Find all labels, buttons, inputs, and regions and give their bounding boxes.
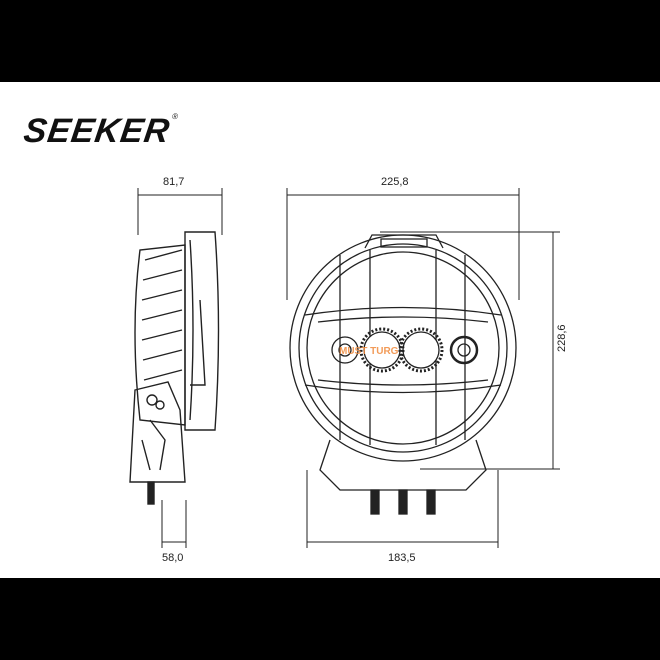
side-dimension-lines: [137, 188, 223, 548]
bottom-letterbox: [0, 578, 660, 660]
dim-side-depth: 81,7: [163, 176, 185, 188]
dim-mount-width: 183,5: [388, 552, 416, 564]
lamp-front-view: [289, 234, 517, 515]
dim-front-width: 225,8: [381, 176, 409, 188]
front-dimension-lines: [286, 188, 560, 548]
watermark: MUST TURG: [339, 346, 399, 357]
top-letterbox: [0, 0, 660, 82]
lamp-side-view: [129, 231, 220, 505]
dim-mount-depth: 58,0: [162, 552, 184, 564]
